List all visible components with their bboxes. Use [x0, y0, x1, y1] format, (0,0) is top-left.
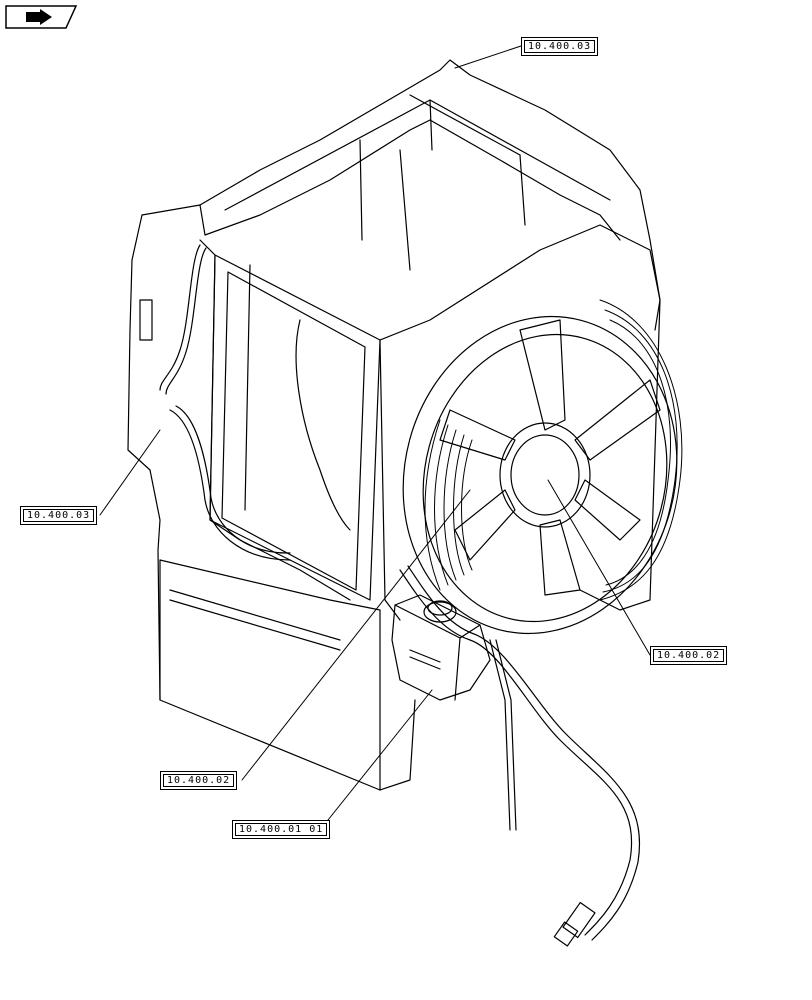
- radiator-core: [199, 239, 381, 601]
- hoses: [159, 244, 640, 947]
- leader-lines: [99, 45, 651, 831]
- callout-top[interactable]: 10.400.03: [521, 37, 599, 56]
- callout-fan[interactable]: 10.400.02: [650, 646, 728, 665]
- coolant-reservoir: [391, 594, 491, 701]
- callout-tank[interactable]: 10.400.01 01: [232, 820, 331, 839]
- return-arrow-icon[interactable]: [4, 4, 78, 30]
- callout-left[interactable]: 10.400.03: [20, 506, 98, 525]
- fan-guard: [424, 299, 683, 601]
- callout-bottom-left[interactable]: 10.400.02: [160, 771, 238, 790]
- fan-shroud: [379, 224, 678, 635]
- housing-frame: [127, 59, 661, 791]
- fan-blades: [439, 319, 661, 596]
